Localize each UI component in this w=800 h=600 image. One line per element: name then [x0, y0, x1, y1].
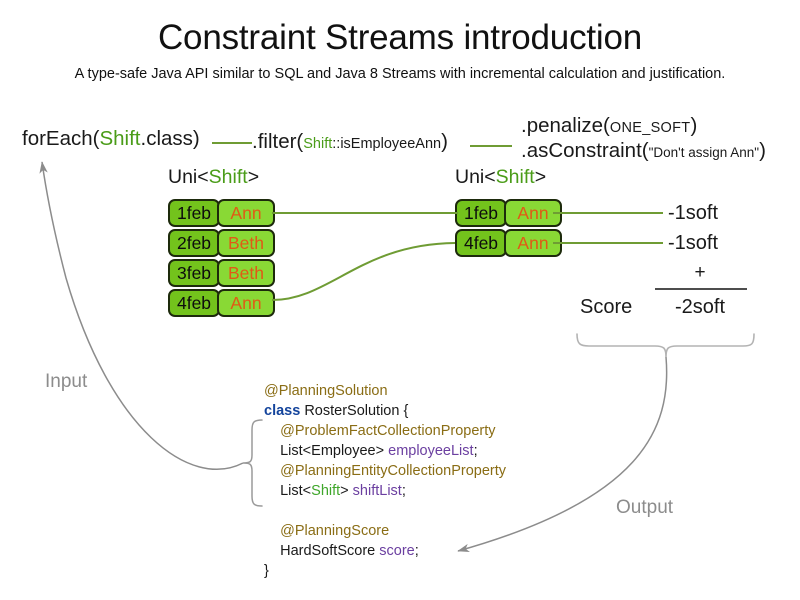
as-constraint-suffix: )	[759, 139, 766, 162]
page-subtitle: A type-safe Java API similar to SQL and …	[74, 66, 726, 82]
penalize-arg: ONE_SOFT	[609, 120, 691, 136]
shift-employee: Beth	[217, 229, 275, 257]
code-field: shiftList	[352, 483, 402, 499]
for-each-suffix: .class)	[140, 127, 200, 150]
code-annotation: @ProblemFactCollectionProperty	[264, 423, 496, 439]
table-row: 4feb Ann	[168, 289, 275, 317]
input-caption: Input	[45, 371, 88, 392]
code-annotation: @PlanningScore	[264, 523, 390, 539]
sum-operator: +	[694, 262, 706, 283]
code-class-decl: RosterSolution {	[300, 403, 409, 419]
penalize-suffix: )	[690, 114, 698, 137]
score-label: Score	[580, 296, 633, 318]
code-type: HardSoftScore	[264, 543, 380, 559]
table-row: 3feb Beth	[168, 259, 275, 287]
uni-suffix: >	[247, 166, 260, 188]
for-each-type: Shift	[99, 127, 141, 150]
shift-date: 4feb	[455, 229, 507, 257]
table-row: 2feb Beth	[168, 229, 275, 257]
connector-foreach-filter	[212, 142, 252, 144]
fields-brace	[242, 419, 263, 507]
uni-label-source: Uni<Shift>	[168, 166, 259, 189]
for-each-prefix: forEach(	[22, 127, 100, 150]
code-type: List<	[264, 483, 312, 499]
shift-employee: Ann	[504, 229, 562, 257]
uni-label-filtered: Uni<Shift>	[455, 166, 546, 189]
table-row: 1feb Ann	[168, 199, 275, 227]
uni-suffix: >	[534, 166, 547, 188]
connector-row1	[272, 212, 458, 214]
connector-filter-penalize	[470, 145, 512, 147]
page-title: Constraint Streams introduction	[157, 18, 643, 57]
code-annotation: @PlanningSolution	[264, 383, 388, 399]
uni-prefix: Uni<	[168, 166, 209, 188]
code-type-shift: Shift	[311, 483, 341, 499]
as-constraint-expression: .asConstraint("Don't assign Ann")	[521, 139, 766, 163]
code-annotation: @PlanningEntityCollectionProperty	[264, 463, 507, 479]
output-caption: Output	[616, 497, 674, 518]
filter-expression: .filter(Shift::isEmployeeAnn)	[252, 130, 448, 154]
code-type: >	[340, 483, 353, 499]
score-total: -2soft	[674, 296, 726, 318]
shift-employee: Beth	[217, 259, 275, 287]
code-semicolon: ;	[414, 543, 419, 559]
code-field: score	[379, 543, 415, 559]
code-field: employeeList	[388, 443, 474, 459]
shift-list-filtered: 1feb Ann 4feb Ann	[455, 199, 562, 259]
uni-prefix: Uni<	[455, 166, 496, 188]
filter-method: ::isEmployeeAnn	[332, 136, 442, 152]
filter-suffix: )	[441, 130, 448, 153]
for-each-expression: forEach(Shift.class)	[22, 127, 200, 151]
code-semicolon: ;	[473, 443, 478, 459]
code-keyword: class	[264, 403, 301, 419]
as-constraint-arg: "Don't assign Ann"	[648, 145, 760, 160]
shift-list-source: 1feb Ann 2feb Beth 3feb Beth 4feb Ann	[168, 199, 275, 319]
score-brace	[576, 333, 755, 358]
code-close-brace: }	[264, 563, 269, 579]
table-row: 1feb Ann	[455, 199, 562, 227]
code-semicolon: ;	[401, 483, 406, 499]
code-type: List<Employee>	[264, 443, 389, 459]
penalize-expression: .penalize(ONE_SOFT)	[521, 114, 697, 138]
shift-employee: Ann	[217, 289, 275, 317]
uni-type: Shift	[208, 166, 248, 188]
connector-penalty1	[553, 212, 663, 214]
penalize-prefix: .penalize(	[521, 114, 610, 137]
filter-prefix: .filter(	[252, 130, 304, 153]
shift-date: 1feb	[168, 199, 220, 227]
as-constraint-prefix: .asConstraint(	[521, 139, 649, 162]
sum-rule-line	[655, 288, 747, 290]
table-row: 4feb Ann	[455, 229, 562, 257]
penalty-value: -1soft	[668, 232, 719, 254]
connector-row4-curve	[271, 242, 456, 301]
uni-type: Shift	[495, 166, 535, 188]
code-block: @PlanningSolution class RosterSolution {…	[264, 381, 506, 581]
shift-date: 2feb	[168, 229, 220, 257]
shift-employee: Ann	[217, 199, 275, 227]
connector-penalty2	[553, 242, 663, 244]
penalty-value: -1soft	[668, 202, 719, 224]
shift-date: 1feb	[455, 199, 507, 227]
shift-date: 4feb	[168, 289, 220, 317]
shift-employee: Ann	[504, 199, 562, 227]
shift-date: 3feb	[168, 259, 220, 287]
filter-type: Shift	[303, 136, 333, 152]
